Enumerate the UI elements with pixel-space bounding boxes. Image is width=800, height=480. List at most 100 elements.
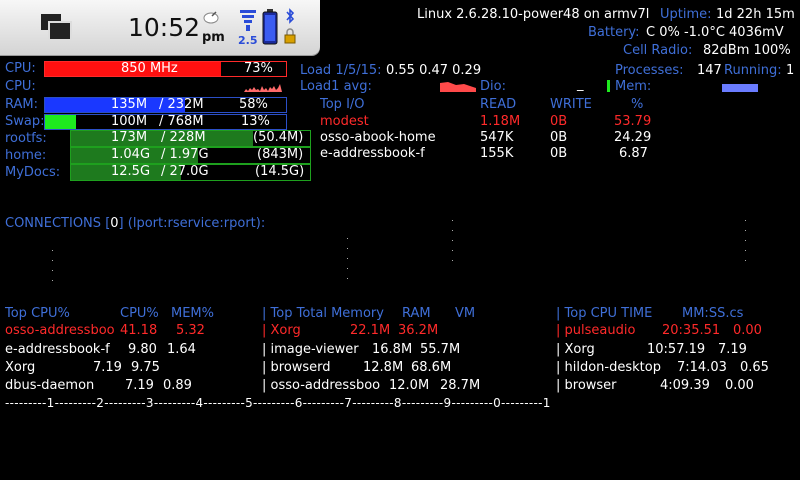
mem-label: Mem: [615,79,652,94]
processes-count: 147 [697,63,722,78]
top-time-row-val: 0.65 [740,360,769,375]
signal-strength-icon[interactable] [238,8,258,44]
top-mem-row-name: | Xorg [262,323,301,338]
top-cpu-row-name: e-addressbook-f [5,342,110,357]
top-mem-row-ram: 16.8M [372,342,413,357]
dio-label: Dio: [480,79,506,94]
top-mem-row-ram: 12.8M [363,360,404,375]
swap-bar: 100M / 768M 13% [44,114,287,130]
ram-label: RAM: [5,97,38,112]
top-cpu-row-mem: 9.75 [131,360,160,375]
ram-bar-fill [45,98,185,112]
top-io-write-header: WRITE [550,97,592,112]
cpu-bar-fill [45,62,221,76]
battery-icon[interactable] [262,9,278,45]
top-mem-row-name: | osso-addressboo [262,378,381,393]
top-time-row-val: 0.00 [733,323,762,338]
bluetooth-icon[interactable] [283,8,297,24]
top-mem-row-name: | image-viewer [262,342,359,357]
task-switcher-icon[interactable] [40,13,72,41]
network-type-label: 2.5 [238,34,258,47]
fs-rootfs-used: 173M [111,130,148,145]
top-cpu-row-mem: 1.64 [167,342,196,357]
top-io-row-write: 0B [550,114,568,129]
top-io-row-read: 547K [480,130,514,145]
top-io-pct-header: % [631,97,644,112]
fs-home-used: 1.04G [111,147,151,162]
fs-home-bar: 1.04G / 1.97G (843M) [70,147,311,164]
weather-icon [203,11,219,24]
fs-home-total: / 1.97G [161,147,209,162]
fs-mydocs-free: (14.5G) [255,164,305,179]
mem-graph [722,84,758,92]
cpu-history-graph [244,84,282,92]
top-time-row-name: | hildon-desktop [556,360,661,375]
cpu-bar: 850 MHz 73% [44,61,287,77]
clock[interactable]: 10:52 [128,13,201,42]
top-cpu-row-cpu: 9.80 [128,342,157,357]
top-io-header: Top I/O [320,97,365,112]
top-mem-row-vm: 28.7M [440,378,481,393]
top-mem-header: | Top Total Memory [262,306,384,321]
top-mem-row-vm: 68.6M [411,360,452,375]
fs-rootfs-bar: 173M / 228M (50.4M) [70,130,311,147]
swap-percent: 13% [241,114,270,129]
dio-value: _ [577,77,584,92]
swap-total: / 768M [159,114,204,129]
top-time-mmss-header: MM:SS.cs [682,306,744,321]
connections-bracket-close: ] [118,216,124,231]
fs-rootfs-fill [71,131,253,146]
top-cpu-row-name: osso-addressboo [5,323,115,338]
battery-label: Battery: [588,25,640,40]
fs-mydocs-used: 12.5G [111,164,151,179]
top-io-row-name: osso-abook-home [320,130,436,145]
ram-used: 135M [111,97,148,112]
top-cpu-row-cpu: 7.19 [125,378,154,393]
cpu-label: CPU: [5,61,36,76]
connections-count: 0 [110,216,119,231]
fs-home-label: home: [5,148,47,163]
fs-home-free: (843M) [257,147,304,162]
top-io-read-header: READ [480,97,517,112]
column-ruler: ---------1---------2---------3---------4… [5,396,551,410]
connections-column-dots [52,220,746,281]
top-time-row-name: | Xorg [556,342,595,357]
load-avg-graph [440,82,476,92]
top-time-row-time: 4:09.39 [660,378,710,393]
top-cpu-row-mem: 5.32 [176,323,205,338]
top-cpu-row-name: Xorg [5,360,36,375]
top-mem-vm-header: VM [455,306,476,321]
top-cpu-header: Top CPU% [5,306,70,321]
cell-radio-value: 82dBm 100% [703,43,791,58]
top-time-row-time: 20:35.51 [662,323,721,338]
top-io-row-pct: 24.29 [614,130,652,145]
top-time-row-name: | pulseaudio [556,323,636,338]
fs-mydocs-total: / 27.0G [161,164,209,179]
top-mem-row-ram: 22.1M [350,323,391,338]
uptime-value: 1d 22h 15m [716,7,795,22]
cpu-history-label: CPU: [5,79,36,94]
top-io-row-pct: 53.79 [614,114,652,129]
top-time-row-time: 7:14.03 [677,360,727,375]
load-avg-label: Load1 avg: [300,79,372,94]
top-time-row-val: 7.19 [718,342,747,357]
swap-label: Swap: [5,114,45,129]
swap-bar-fill [45,115,77,129]
lock-icon[interactable] [283,28,297,44]
connections-label: CONNECTIONS [5,216,102,231]
battery-value: C 0% -1.0°C 4036mV [646,25,784,40]
swap-used: 100M [111,114,148,129]
top-time-row-name: | browser [556,378,617,393]
ram-total: / 232M [159,97,204,112]
uptime-label: Uptime: [660,7,712,22]
top-io-row-name: modest [320,114,369,129]
top-cpu-cpu-header: CPU% [120,306,159,321]
top-time-row-time: 10:57.19 [647,342,706,357]
fs-rootfs-total: / 228M [161,130,206,145]
fs-mydocs-bar: 12.5G / 27.0G (14.5G) [70,164,311,181]
ram-percent: 58% [239,97,268,112]
dio-graph [607,80,610,92]
kernel-info: Linux 2.6.28.10-power48 on armv7l [417,7,650,22]
top-io-row-pct: 6.87 [619,146,648,161]
top-cpu-row-mem: 0.89 [163,378,192,393]
